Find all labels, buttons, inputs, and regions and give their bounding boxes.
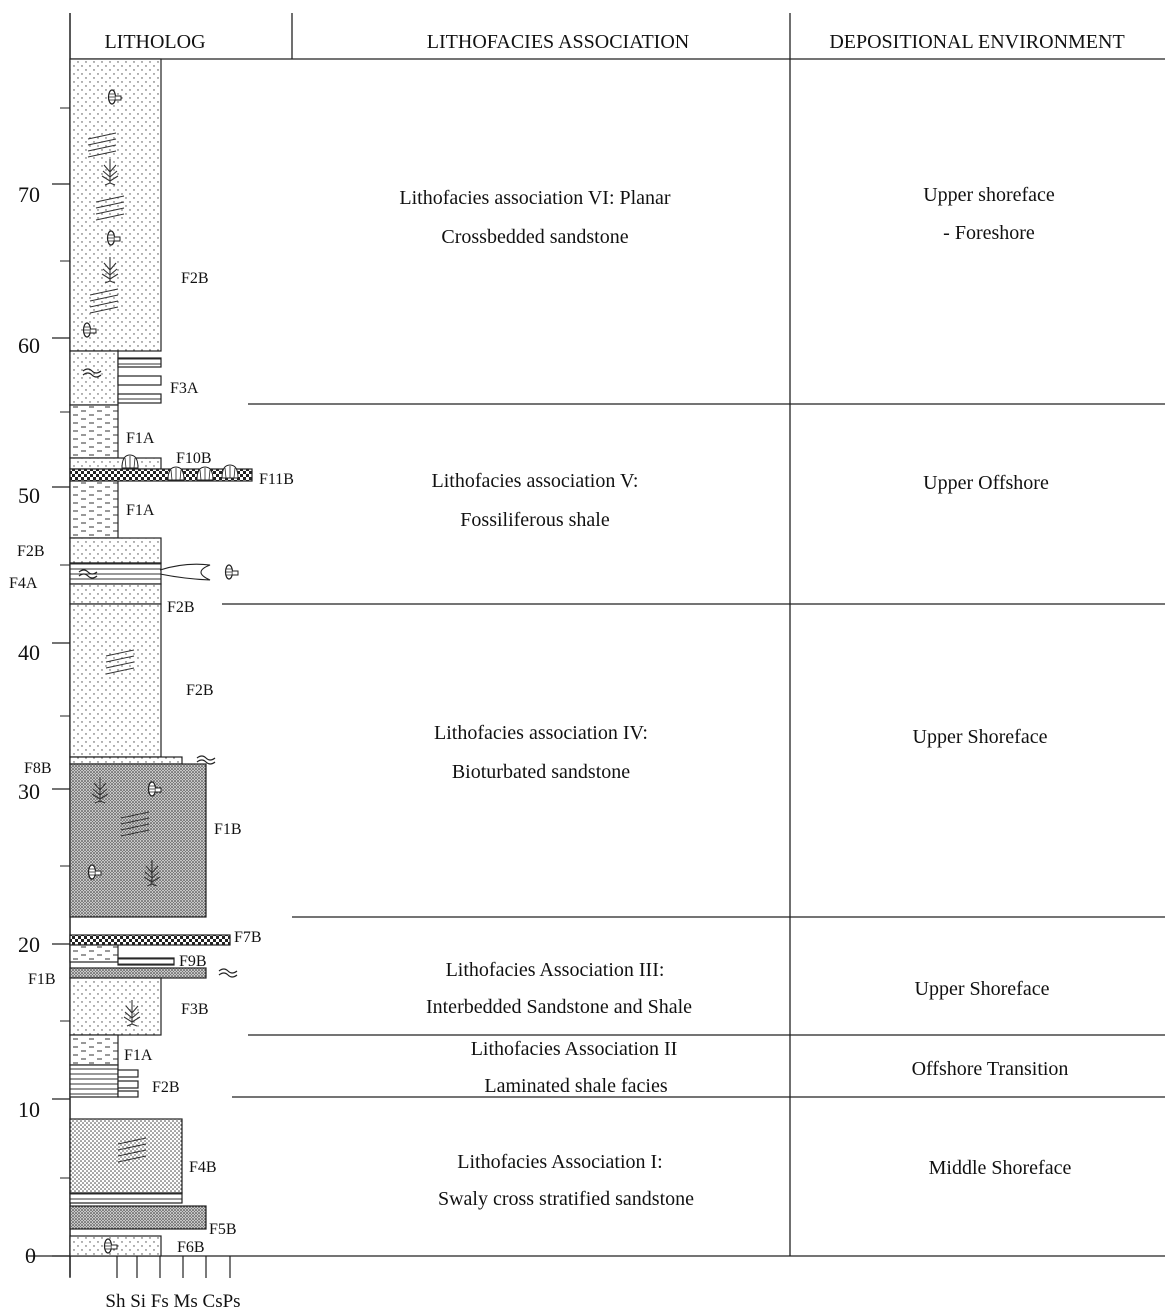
- depth-label-10: 10: [18, 1097, 40, 1122]
- facies-label: F11B: [259, 471, 294, 488]
- association-column: Lithofacies association VI: Planar Cross…: [399, 187, 694, 1210]
- wave-ripple-icon: [218, 968, 238, 978]
- shell-fossil-icon: [196, 466, 214, 481]
- environment-v: Upper Offshore: [923, 472, 1049, 494]
- bed-f7b-dark: [69, 934, 231, 946]
- facies-label: F1A: [124, 1047, 153, 1064]
- association-i-line1: Lithofacies Association I:: [457, 1151, 663, 1173]
- litholog-column: [69, 58, 253, 1257]
- bed-f2b-iv: [69, 603, 162, 758]
- depth-label-30: 30: [18, 779, 40, 804]
- facies-label: F1A: [126, 502, 155, 519]
- facies-label: F2B: [17, 543, 45, 560]
- bed-f2b-upper-sandstone: [69, 58, 162, 352]
- shell-fossil-icon: [121, 454, 139, 469]
- bed-f4b-fine-sandstone: [69, 1118, 183, 1194]
- facies-label: F1B: [28, 971, 56, 988]
- bed-f2b-base-v: [69, 583, 162, 605]
- depth-label-0: 0: [25, 1243, 36, 1268]
- facies-label: F10B: [176, 450, 212, 467]
- grain-size-axis: [69, 1256, 231, 1278]
- bed-f2b-ii-shale: [69, 1064, 119, 1098]
- environment-i: Middle Shoreface: [929, 1157, 1072, 1179]
- environment-ii: Offshore Transition: [912, 1058, 1069, 1080]
- bed-f9b-thin: [117, 957, 175, 966]
- environment-iv: Upper Shoreface: [913, 726, 1048, 748]
- association-ii-line1: Lithofacies Association II: [471, 1038, 678, 1060]
- facies-label: F7B: [234, 929, 262, 946]
- association-iii-line2: Interbedded Sandstone and Shale: [426, 996, 692, 1018]
- facies-label: F1A: [126, 430, 155, 447]
- facies-labels: F2B F3A F1A F10B F11B F1A F2B F4A F2B F2…: [9, 270, 294, 1256]
- flaser-lens-icon: [159, 563, 211, 581]
- association-iv-line2: Bioturbated sandstone: [452, 761, 630, 783]
- bed-f10b-thin: [69, 457, 162, 470]
- facies-label: F4B: [189, 1159, 217, 1176]
- table-grid: [28, 13, 1165, 1257]
- association-vi-line1: Lithofacies association VI: Planar: [399, 187, 671, 209]
- environment-column: Upper shoreface - Foreshore Upper Offsho…: [912, 184, 1072, 1179]
- association-ii-line2: Laminated shale facies: [484, 1075, 667, 1097]
- sedimentary-symbols: [78, 89, 239, 1254]
- facies-label: F2B: [152, 1079, 180, 1096]
- bed-f1a-shale-top: [69, 404, 119, 459]
- association-vi-line2: Crossbedded sandstone: [441, 226, 628, 248]
- header-litholog: LITHOLOG: [104, 31, 205, 53]
- bed-iii-shale: [69, 944, 119, 963]
- facies-label: F3B: [181, 1001, 209, 1018]
- bed-f3b-sandstone: [69, 977, 162, 1036]
- association-v-line1: Lithofacies association V:: [432, 470, 639, 492]
- bed-f3a-lens-1: [117, 357, 162, 368]
- bed-gap-shale: [69, 1192, 183, 1204]
- bed-f3a-silt: [69, 350, 119, 406]
- facies-label: F4A: [9, 575, 38, 592]
- depth-label-20: 20: [18, 932, 40, 957]
- depth-tick-labels: 0 10 20 30 40 50 60 70: [18, 182, 40, 1268]
- bed-f2b-ii-lens-2: [117, 1080, 139, 1089]
- burrow-icon: [224, 564, 239, 580]
- bed-f1a-shale-ii: [69, 1034, 119, 1066]
- bed-f5b-dense: [69, 1205, 207, 1230]
- bed-f3a-lens-3: [117, 393, 162, 404]
- association-iii-line1: Lithofacies Association III:: [446, 959, 665, 981]
- shell-fossil-icon: [221, 464, 239, 479]
- bed-f2b-ii-lens-3: [117, 1090, 139, 1098]
- depth-label-70: 70: [18, 182, 40, 207]
- depth-label-60: 60: [18, 333, 40, 358]
- bed-f1b-bioturbated: [69, 763, 207, 918]
- association-i-line2: Swaly cross stratified sandstone: [438, 1188, 694, 1210]
- shell-fossil-icon: [167, 466, 185, 481]
- bed-f2b-mid: [69, 537, 162, 564]
- facies-label: F8B: [24, 760, 52, 777]
- association-iv-line1: Lithofacies association IV:: [434, 722, 648, 744]
- bed-f2b-ii-lens-1: [117, 1069, 139, 1078]
- bed-f8b-thin: [69, 756, 183, 765]
- grain-size-labels: Sh Si Fs Ms CsPs: [105, 1291, 240, 1312]
- facies-label: F9B: [179, 953, 207, 970]
- depth-axis: [52, 13, 71, 1277]
- environment-iii: Upper Shoreface: [915, 978, 1050, 1000]
- bed-f3a-lens-2: [117, 375, 162, 386]
- header-depositional-environment: DEPOSITIONAL ENVIRONMENT: [829, 31, 1124, 53]
- depth-label-50: 50: [18, 483, 40, 508]
- association-v-line2: Fossiliferous shale: [460, 509, 610, 531]
- facies-label: F2B: [181, 270, 209, 287]
- facies-label: F1B: [214, 821, 242, 838]
- facies-label: F6B: [177, 1239, 205, 1256]
- depth-label-40: 40: [18, 640, 40, 665]
- environment-vi-line1: Upper shoreface: [923, 184, 1055, 206]
- wave-ripple-icon: [196, 755, 216, 765]
- header-lithofacies-association: LITHOFACIES ASSOCIATION: [427, 31, 689, 53]
- facies-label: F2B: [186, 682, 214, 699]
- facies-label: F2B: [167, 599, 195, 616]
- environment-vi-line2: - Foreshore: [943, 222, 1035, 244]
- facies-label: F5B: [209, 1221, 237, 1238]
- bed-f1a-shale-low: [69, 480, 119, 539]
- facies-label: F3A: [170, 380, 199, 397]
